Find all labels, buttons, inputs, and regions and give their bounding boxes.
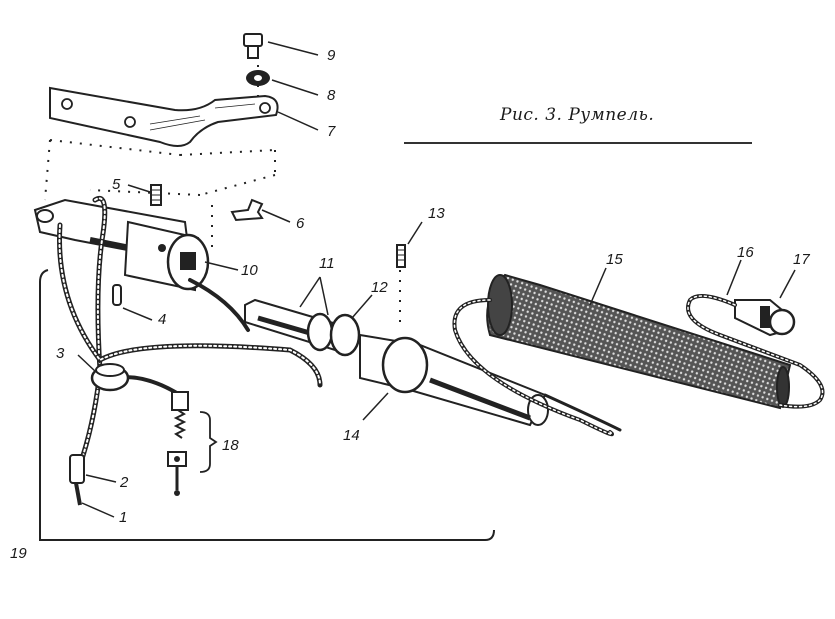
part-14-tube — [359, 333, 549, 427]
part-7-holes — [61, 98, 271, 128]
assembly-dotted-lines — [44, 55, 401, 330]
callout-12: 12 — [371, 279, 388, 296]
callout-10: 10 — [241, 262, 258, 279]
part-3-grommet — [90, 363, 130, 392]
part-18-spring-assembly — [167, 391, 218, 496]
callout-18: 18 — [222, 437, 239, 454]
part-13-screw — [396, 244, 406, 268]
callout-14: 14 — [343, 427, 360, 444]
caption-rule — [404, 142, 752, 144]
callout-9: 9 — [327, 47, 336, 64]
part-4-pin — [112, 284, 122, 306]
callout-6: 6 — [296, 215, 305, 232]
part-9-bolt — [243, 33, 263, 59]
part-8-washer — [246, 70, 270, 86]
part-2-plug — [69, 454, 85, 484]
group-frame-19 — [39, 269, 495, 541]
callout-1: 1 — [119, 509, 128, 526]
callout-19: 19 — [10, 545, 27, 562]
callout-2: 2 — [120, 474, 129, 491]
callout-17: 17 — [793, 251, 810, 268]
callout-13: 13 — [428, 205, 445, 222]
callout-7: 7 — [327, 123, 336, 140]
cables — [57, 195, 825, 468]
part-17-cap — [734, 299, 796, 337]
part-12-rings — [306, 312, 361, 357]
part-5-screw — [150, 184, 162, 206]
callout-5: 5 — [112, 176, 121, 193]
part-15-grip — [486, 273, 792, 410]
part-7-hatching — [149, 103, 256, 131]
callout-15: 15 — [606, 251, 623, 268]
callout-11: 11 — [319, 255, 335, 272]
callout-3: 3 — [56, 345, 65, 362]
callout-8: 8 — [327, 87, 336, 104]
part-1-wire-end — [74, 482, 82, 506]
callout-16: 16 — [737, 244, 754, 261]
part-7-plate — [49, 86, 279, 147]
callout-4: 4 — [158, 311, 167, 328]
part-6-clip — [230, 198, 264, 222]
figure-caption: Рис. 3. Румпель. — [500, 105, 655, 125]
leader-lines — [77, 41, 796, 518]
part-10-coupling — [123, 220, 210, 292]
